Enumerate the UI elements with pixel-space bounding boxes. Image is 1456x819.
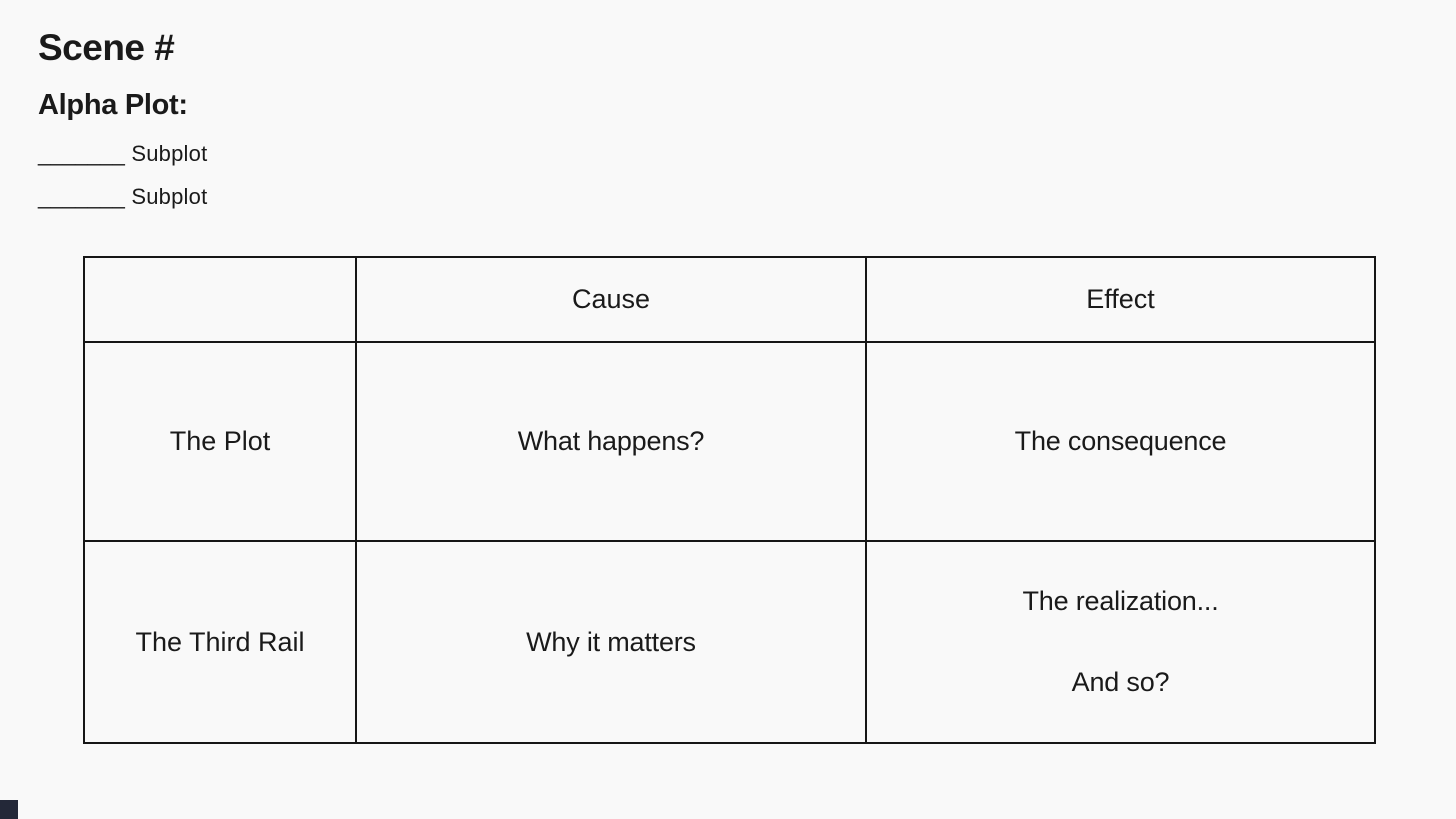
effect-column-header: Effect bbox=[865, 256, 1376, 343]
subplot-blank-line-1: _______ Subplot bbox=[38, 141, 208, 166]
cause-effect-table: Cause Effect The Plot What happens? The … bbox=[83, 256, 1376, 744]
cause-cell-why-it-matters: Why it matters bbox=[355, 540, 867, 744]
cause-cell-what-happens: What happens? bbox=[355, 341, 867, 542]
corner-accent-square bbox=[0, 800, 18, 819]
empty-corner-header-cell bbox=[83, 256, 357, 343]
scene-title: Scene # bbox=[38, 27, 175, 68]
effect-line-and-so: And so? bbox=[1071, 667, 1170, 697]
effect-lines-stack: The realization... And so? bbox=[867, 542, 1374, 742]
table-row-the-third-rail: The Third Rail Why it matters The realiz… bbox=[83, 540, 1376, 744]
subplot-blank-line-2: _______ Subplot bbox=[38, 184, 208, 209]
cause-column-header: Cause bbox=[355, 256, 867, 343]
alpha-plot-label: Alpha Plot: bbox=[38, 89, 188, 121]
row-label-the-third-rail: The Third Rail bbox=[83, 540, 357, 744]
effect-line-the-realization: The realization... bbox=[1022, 586, 1219, 616]
table-row-the-plot: The Plot What happens? The consequence bbox=[83, 341, 1376, 542]
table-header-row: Cause Effect bbox=[83, 256, 1376, 343]
effect-cell-the-consequence: The consequence bbox=[865, 341, 1376, 542]
row-label-the-plot: The Plot bbox=[83, 341, 357, 542]
effect-cell-realization: The realization... And so? bbox=[865, 540, 1376, 744]
